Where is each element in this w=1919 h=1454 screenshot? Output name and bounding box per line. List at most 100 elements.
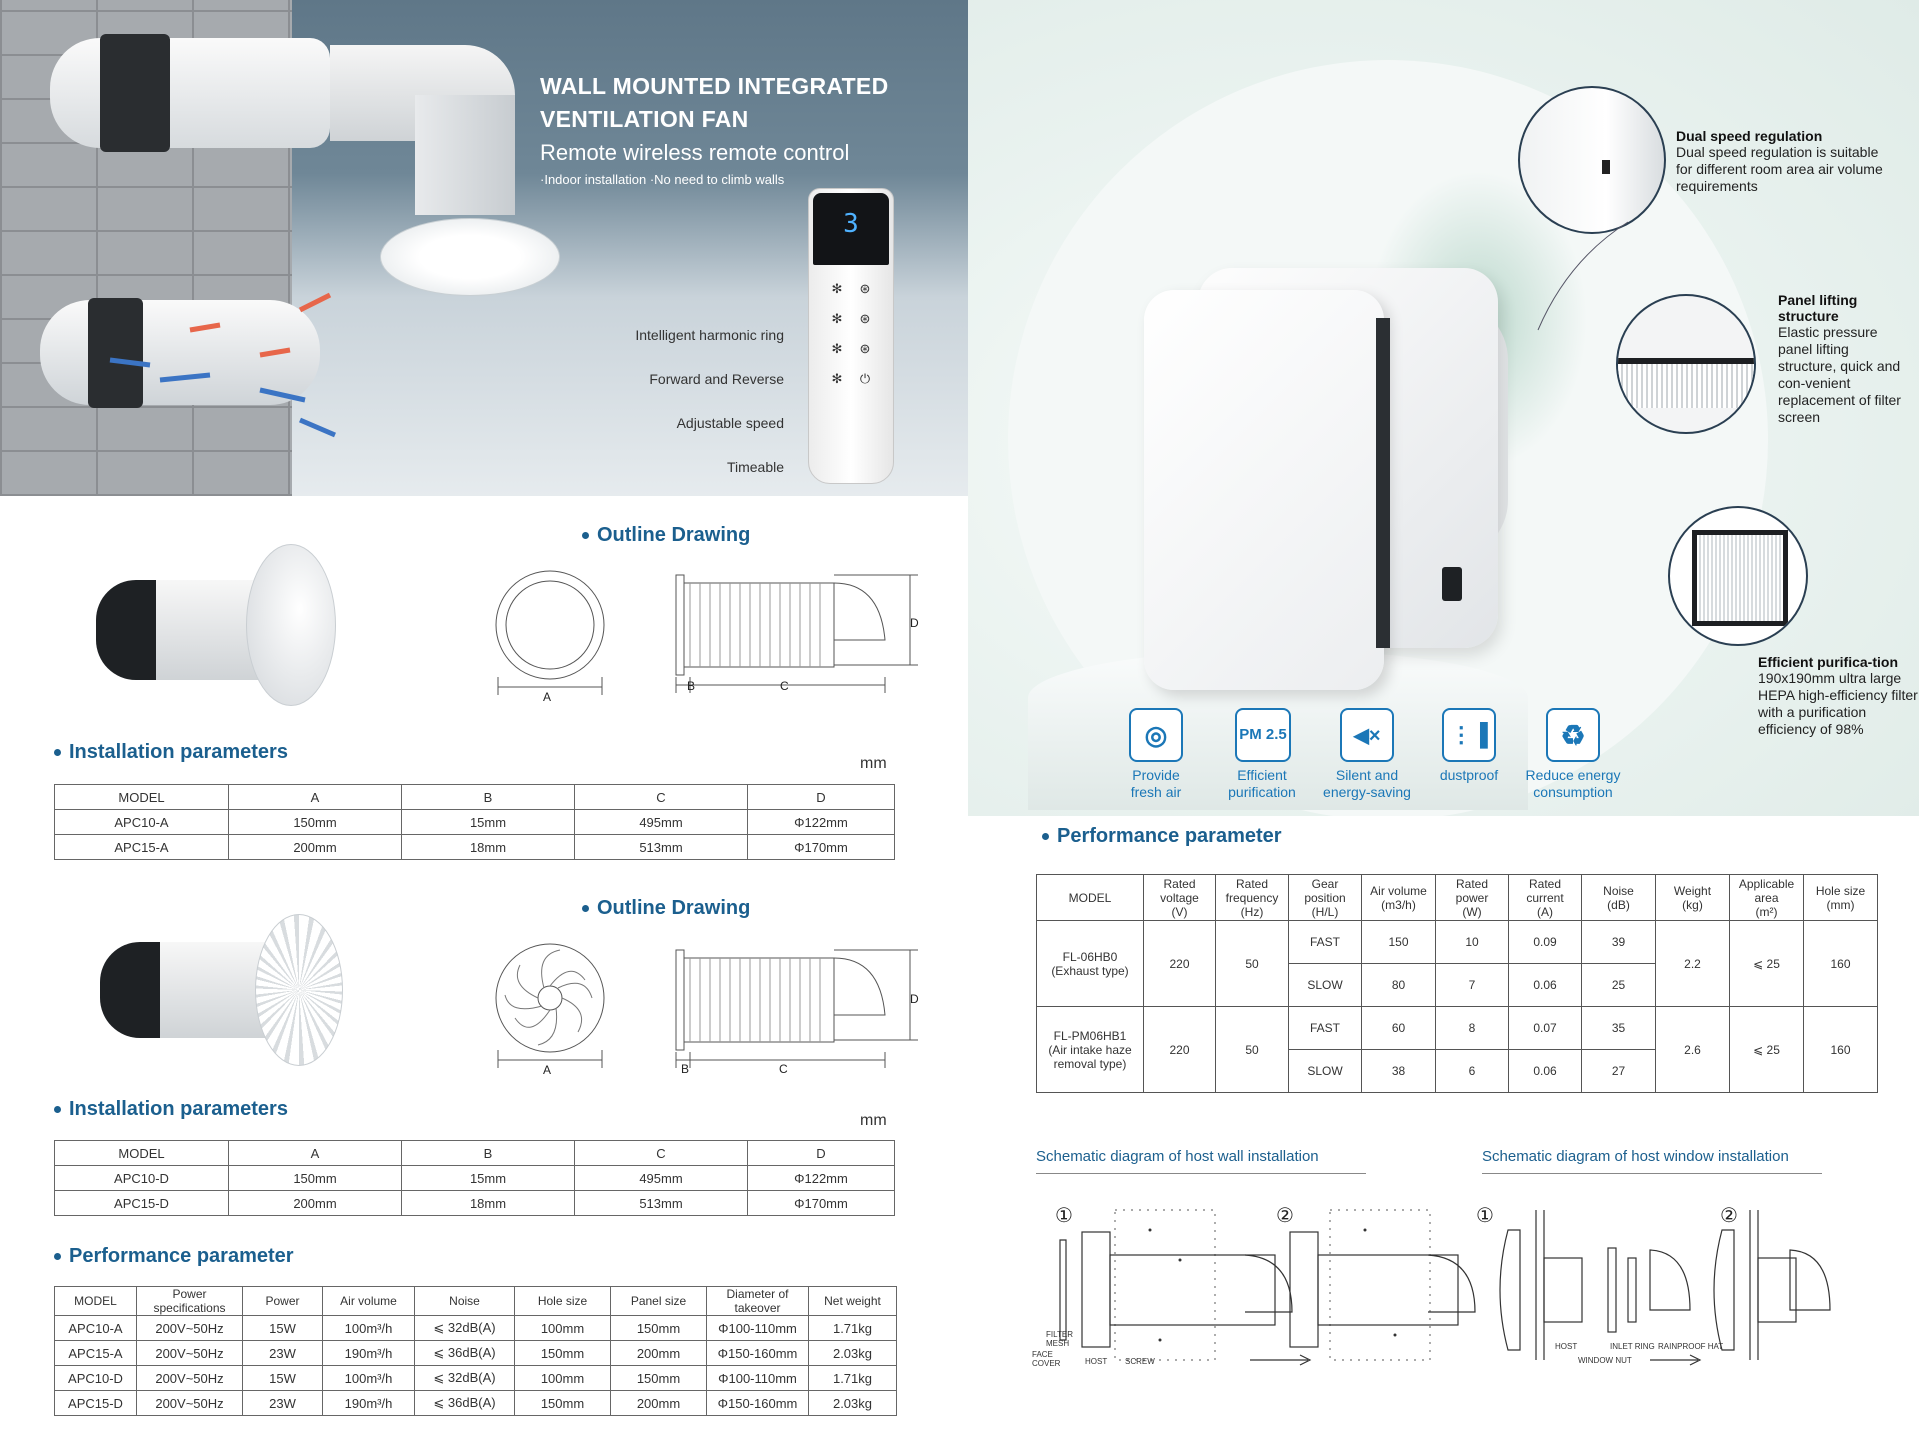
rainproof-hat-label: RAINPROOF HAT [1658, 1342, 1724, 1351]
table-row: FL-06HB0(Exhaust type) 220 50 FAST 150 1… [1036, 920, 1878, 1007]
wall-fan-banner: Dual speed regulation Dual speed regulat… [968, 0, 1919, 816]
banner-title-1: WALL MOUNTED INTEGRATED [540, 73, 889, 99]
feature-fresh-air: ◎ [1129, 708, 1183, 762]
feature-2: Forward and Reverse [649, 371, 784, 387]
fan-gap [1376, 318, 1390, 648]
feature-4: Timeable [726, 459, 784, 475]
banner-note: ·Indoor installation ·No need to climb w… [540, 172, 785, 187]
power-icon: ⏻ [859, 371, 871, 386]
table-header-row: MODEL Power specifications Power Air vol… [54, 1286, 897, 1316]
feature-energy: ♻ [1546, 708, 1600, 762]
window-host-label: HOST [1555, 1342, 1578, 1351]
fresh-air-icon: ◎ [1129, 708, 1183, 762]
wall-schematic-title: Schematic diagram of host wall installat… [1036, 1148, 1366, 1174]
pipe-vertical [415, 95, 515, 215]
step-2-marker: ② [1276, 1205, 1294, 1227]
rocker-switch [1442, 567, 1462, 601]
dustproof-icon: ⋮▐ [1442, 708, 1496, 762]
installation-params-title-2: Installation parameters [54, 1098, 288, 1121]
dim-label-b: B [687, 679, 696, 693]
product-banner: WALL MOUNTED INTEGRATED VENTILATION FAN … [0, 0, 968, 496]
feature-silent: ◀× [1340, 708, 1394, 762]
inlet-ring-label: INLET RING [1610, 1342, 1655, 1351]
outline-drawing-title-2: Outline Drawing [582, 897, 750, 920]
table-header: B [401, 784, 575, 810]
table-header-row: MODEL A B C D [54, 784, 895, 810]
pipe-seal [100, 34, 170, 152]
table-row: SLOW 80 7 0.06 25 [1037, 963, 1878, 1007]
table-header-row: MODEL A B C D [54, 1140, 895, 1166]
host-label: HOST [1085, 1357, 1108, 1366]
fan-panel [1144, 290, 1384, 690]
fan-icon: ✻ [831, 371, 843, 386]
step-1-marker: ① [1055, 1205, 1073, 1227]
dim-label-c: C [779, 1062, 788, 1076]
table-header: C [574, 1140, 748, 1166]
outline-drawing-1 [495, 570, 918, 695]
fan-icon: ✻ [831, 311, 843, 326]
feature-1: Intelligent harmonic ring [635, 327, 784, 343]
mute-icon: ◀× [1340, 708, 1394, 762]
table-header: A [228, 784, 402, 810]
callout-panel-lifting: Panel lifting structure Elastic pressure… [1778, 292, 1901, 425]
screw-label: SCREW [1125, 1357, 1155, 1366]
lower-pipe-seal [88, 298, 143, 408]
table-header: C [574, 784, 748, 810]
fan-icon: ✻ [831, 341, 843, 356]
dustproof-label: dustproof [1439, 767, 1499, 783]
table-header: B [401, 1140, 575, 1166]
table-header: MODEL [54, 784, 229, 810]
table-header: MODEL [54, 1140, 229, 1166]
mode-icon: ⊛ [859, 281, 871, 296]
table-row: SLOW 38 6 0.06 27 [1037, 1049, 1878, 1093]
callout-dual-speed: Dual speed regulation Dual speed regulat… [1676, 128, 1883, 194]
performance-table-right: MODEL Rated voltage(V) Rated frequency(H… [1036, 874, 1878, 1093]
remote-display: 3 [813, 193, 889, 265]
remote-buttons: ✻⊛ ✻⊛ ✻⊛ ✻⏻ [809, 269, 893, 399]
window-schematic-title: Schematic diagram of host window install… [1482, 1148, 1822, 1174]
feature-purification: PM 2.5 [1235, 708, 1291, 762]
dual-speed-inset [1518, 86, 1666, 234]
airflow-arrows [100, 250, 340, 440]
performance-title-right: Performance parameter [1042, 825, 1282, 848]
table-header: D [747, 784, 895, 810]
step-1-marker: ① [1476, 1205, 1494, 1227]
table-header: D [747, 1140, 895, 1166]
installation-schematic [1059, 1209, 1831, 1366]
banner-title-2: VENTILATION FAN [540, 106, 749, 132]
unit-label-2: mm [860, 1112, 887, 1129]
step-2-marker: ② [1720, 1205, 1738, 1227]
pm25-icon: PM 2.5 [1235, 708, 1291, 762]
feature-3: Adjustable speed [676, 415, 784, 431]
outline-drawing-2 [495, 943, 918, 1068]
fan-icon: ✻ [831, 281, 843, 296]
hepa-filter-inset [1668, 506, 1808, 646]
table-header: A [228, 1140, 402, 1166]
inset-connector-line [1537, 221, 1629, 331]
pipe-image [50, 38, 330, 148]
dim-label-d: D [910, 616, 919, 630]
performance-table-left: MODEL Power specifications Power Air vol… [54, 1286, 897, 1416]
panel-lifting-inset [1616, 294, 1756, 434]
dim-label-a: A [543, 690, 552, 704]
table-header-row: MODEL Rated voltage(V) Rated frequency(H… [1036, 874, 1878, 921]
callout-purification: Efficient purifica-tion 190x190mm ultra … [1758, 654, 1918, 737]
ceiling-vent-image [380, 218, 560, 296]
dim-label-d: D [910, 992, 919, 1006]
feature-dustproof: ⋮▐ [1442, 708, 1496, 762]
